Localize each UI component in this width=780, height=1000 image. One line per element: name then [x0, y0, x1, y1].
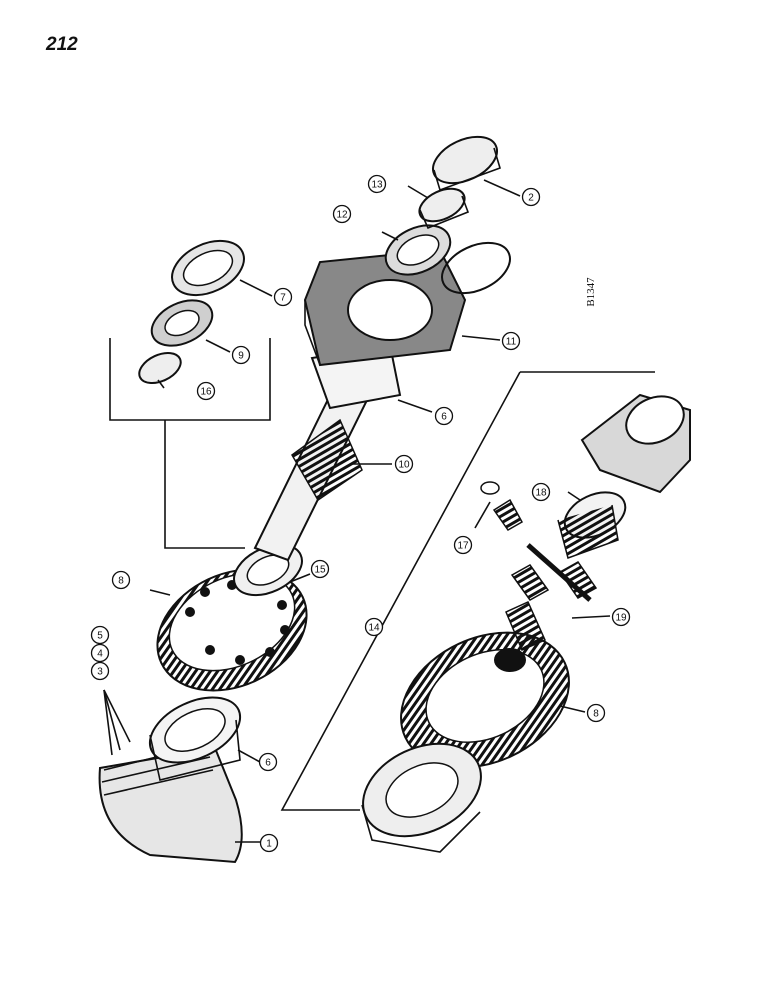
- svg-text:2: 2: [528, 193, 534, 204]
- callout-1: 1: [259, 833, 279, 853]
- retainer-plate-part: [303, 248, 467, 367]
- callout-10: 10: [394, 454, 414, 474]
- svg-text:13: 13: [371, 180, 383, 191]
- svg-text:4: 4: [97, 649, 103, 660]
- svg-text:6: 6: [265, 758, 271, 769]
- bearing-12-part: [384, 224, 452, 276]
- differential-case-half-part: [580, 393, 691, 494]
- svg-text:1: 1: [266, 839, 272, 850]
- callout-6-upper: 6: [434, 406, 454, 426]
- callout-18: 18: [531, 482, 551, 502]
- callout-13: 13: [367, 174, 387, 194]
- bearing-cup-7-part: [171, 239, 245, 297]
- group-14-bracket-side: [280, 371, 521, 811]
- svg-text:5: 5: [97, 631, 103, 642]
- thrust-washer-17-part: [480, 481, 500, 495]
- svg-text:18: 18: [535, 488, 547, 499]
- ring-gear-upper-part: [156, 568, 308, 692]
- callout-9: 9: [231, 345, 251, 365]
- callout-17: 17: [453, 535, 473, 555]
- pinion-gear-part: [492, 498, 524, 531]
- svg-text:7: 7: [280, 293, 286, 304]
- callout-19: 19: [611, 607, 631, 627]
- leader-lines: [103, 179, 611, 843]
- callout-14: 14: [364, 617, 384, 637]
- callout-8-upper: 8: [111, 570, 131, 590]
- callout-8-lower: 8: [586, 703, 606, 723]
- figure-code: B1347: [585, 277, 597, 307]
- callout-2: 2: [521, 187, 541, 207]
- svg-text:8: 8: [118, 576, 124, 587]
- ring-gear-lower-part: [400, 631, 570, 769]
- bearing-cone-9-part: [150, 299, 214, 347]
- svg-text:17: 17: [457, 541, 469, 552]
- sleeve-16-part: [138, 351, 182, 385]
- side-gear-18-part: [557, 491, 627, 559]
- svg-text:8: 8: [593, 709, 599, 720]
- callout-4: 4: [90, 643, 110, 663]
- svg-text:9: 9: [238, 351, 244, 362]
- callout-7: 7: [273, 287, 293, 307]
- callout-3: 3: [90, 661, 110, 681]
- svg-text:19: 19: [615, 613, 627, 624]
- callout-5: 5: [90, 625, 110, 645]
- callout-6-lower: 6: [258, 752, 278, 772]
- differential-case-lower-part: [361, 742, 482, 853]
- cup-2-part: [432, 135, 501, 192]
- callout-16: 16: [196, 381, 216, 401]
- bearing-cup-lower-part: [148, 696, 242, 781]
- svg-text:14: 14: [368, 623, 380, 634]
- svg-text:10: 10: [398, 460, 410, 471]
- svg-text:15: 15: [314, 565, 326, 576]
- svg-text:11: 11: [506, 337, 517, 348]
- svg-text:3: 3: [97, 667, 103, 678]
- callout-labels: 1 2 3 4 5 6 6 7 8 8 9 10 11 12 13 14 15 …: [90, 174, 631, 853]
- o-ring-part: [441, 241, 511, 295]
- callout-15: 15: [310, 559, 330, 579]
- group-bracket-line: [109, 338, 271, 421]
- svg-text:16: 16: [200, 387, 212, 398]
- page-number: 212: [46, 34, 78, 55]
- bushing-13-part: [418, 187, 470, 230]
- svg-text:6: 6: [441, 412, 447, 423]
- group-leader-line: [164, 420, 245, 549]
- callout-12: 12: [332, 204, 352, 224]
- callout-11: 11: [501, 331, 521, 351]
- svg-text:12: 12: [336, 210, 348, 221]
